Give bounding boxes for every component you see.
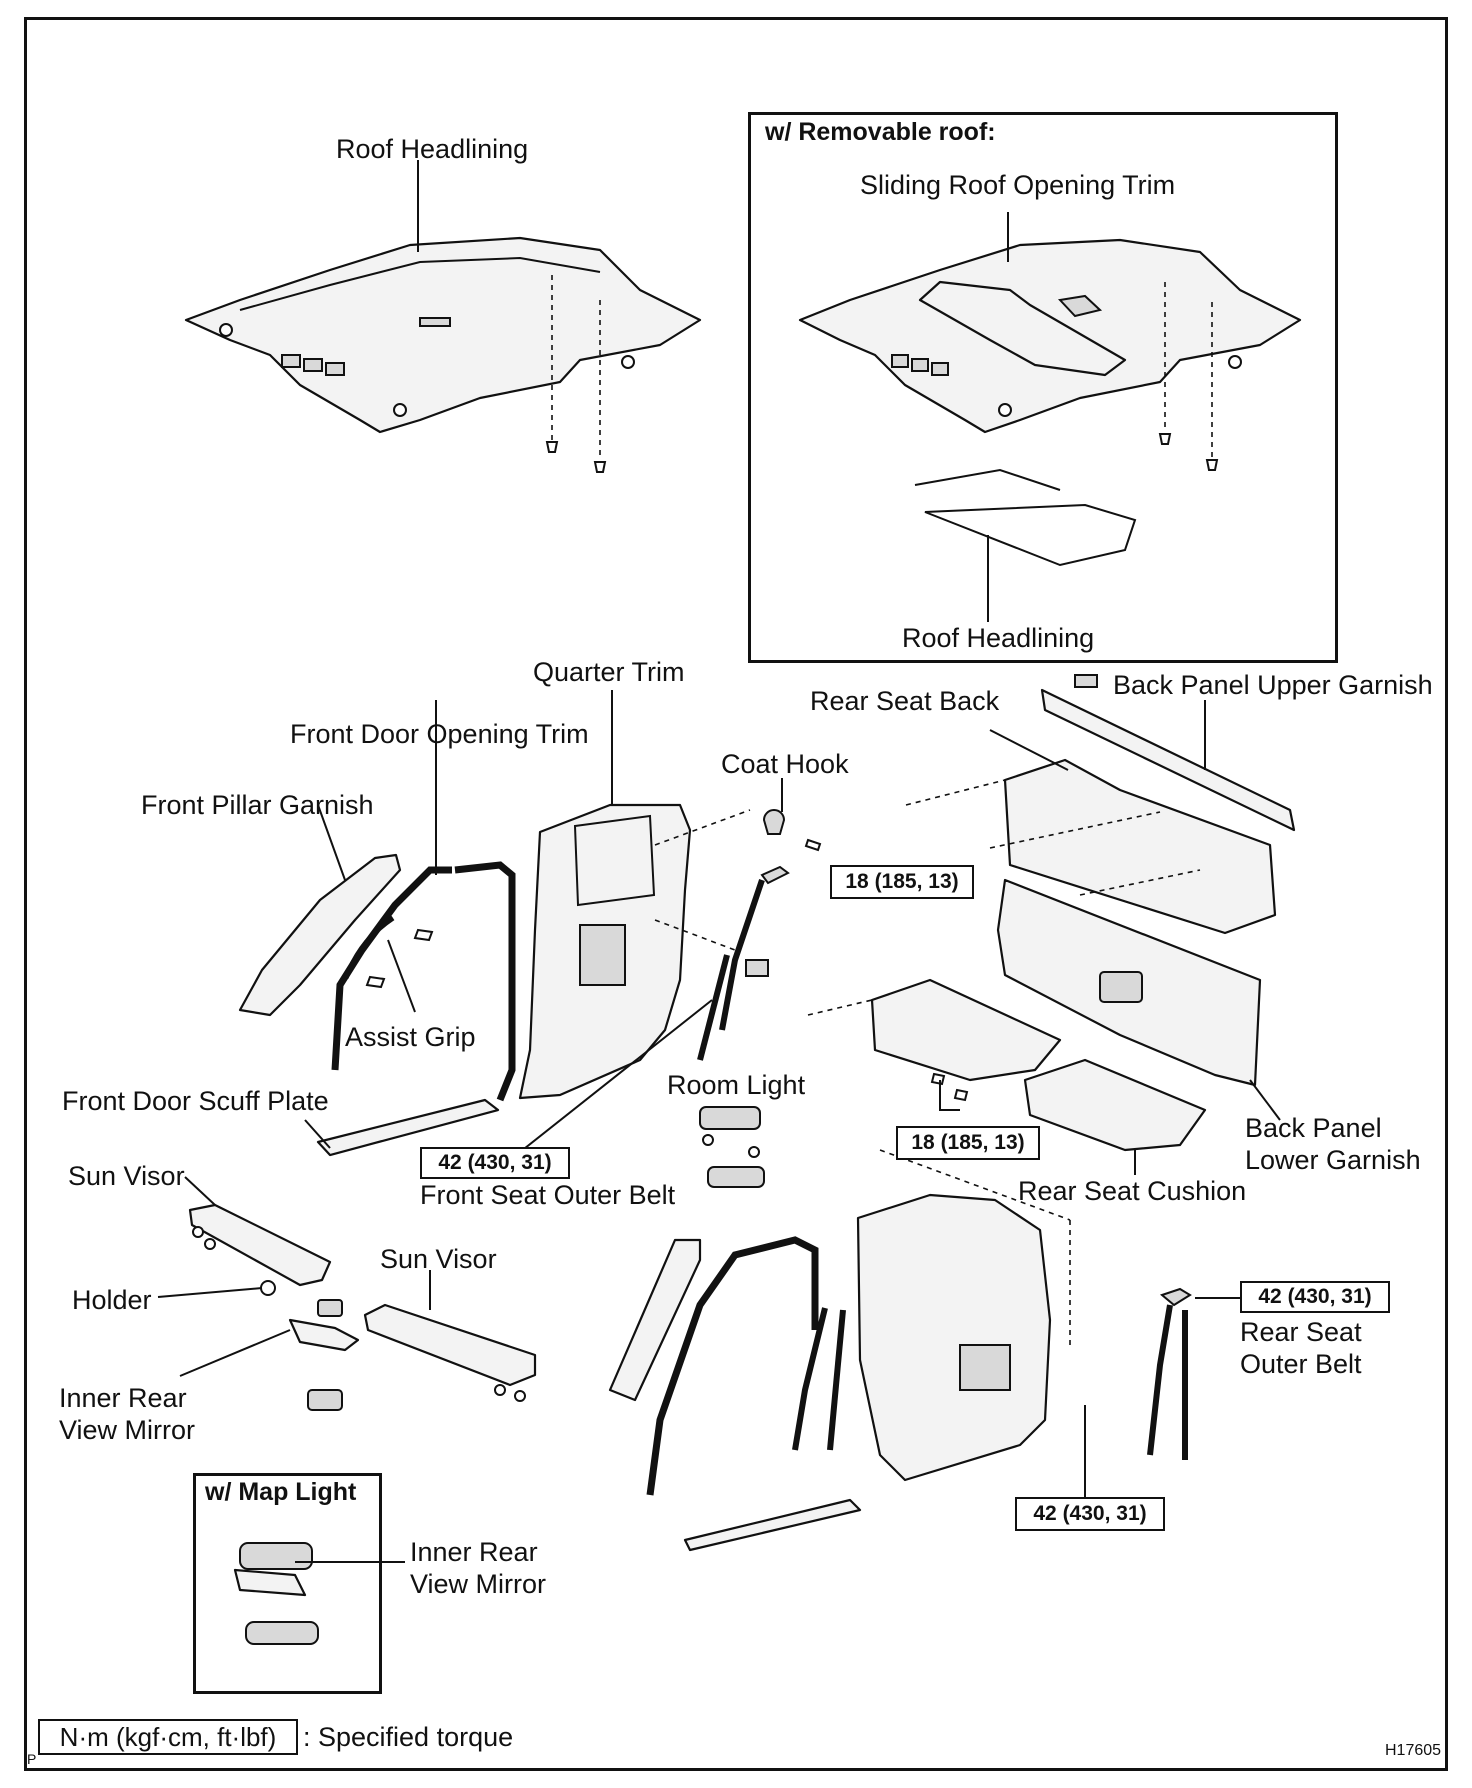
holder-label: Holder [72, 1285, 152, 1315]
front-seat-outer-belt-part [697, 865, 790, 1061]
figure-code: H17605 [1385, 1742, 1442, 1759]
rear-seat-outer-belt-label: Rear Seat Outer Belt [1240, 1317, 1362, 1379]
quarter-trim-label: Quarter Trim [533, 657, 685, 687]
map-light-inset [193, 1473, 382, 1694]
rear-seat-cushion-part [807, 978, 1207, 1152]
rear-seat-outer-belt-part [792, 1287, 1192, 1460]
back-panel-upper-garnish-part [1040, 674, 1296, 832]
roof-headlining-label: Roof Headlining [336, 134, 529, 164]
removable-roof-inset [748, 112, 1338, 663]
assist-grip-part [343, 915, 434, 989]
roof-headlining-part [184, 236, 702, 473]
torque-front-belt: 42 (430, 31) [420, 1147, 570, 1179]
front-door-scuff-plate-part [316, 1098, 500, 1157]
holder-part [260, 1280, 276, 1296]
corner-mark: P [27, 1751, 37, 1767]
front-pillar-garnish-part [238, 853, 402, 1017]
diagram-frame [24, 17, 1448, 1771]
roof-headlining-inset-label: Roof Headlining [902, 623, 1095, 653]
quarter-trim-part [518, 803, 692, 1100]
front-pillar-garnish-label: Front Pillar Garnish [141, 790, 374, 820]
removable-roof-title: w/ Removable roof: [765, 118, 996, 146]
inner-rear-view-mirror-map-label: Inner Rear View Mirror [410, 1537, 547, 1599]
front-door-opening-trim-label: Front Door Opening Trim [290, 719, 589, 749]
sun-visor-left-part [188, 1203, 332, 1287]
sliding-roof-opening-trim-label: Sliding Roof Opening Trim [860, 170, 1176, 200]
sun-visor-left-label: Sun Visor [68, 1161, 185, 1191]
back-panel-lower-garnish-label: Back Panel Lower Garnish [1245, 1113, 1421, 1175]
coat-hook-label: Coat Hook [721, 749, 849, 779]
inner-rear-view-mirror-part [288, 1299, 360, 1411]
front-seat-outer-belt-label: Front Seat Outer Belt [420, 1180, 676, 1210]
torque-seat-back: 18 (185, 13) [830, 865, 974, 899]
torque-rear-belt-lower: 42 (430, 31) [1015, 1497, 1165, 1531]
sliding-roof-headlining-part [798, 238, 1302, 567]
inner-rear-view-mirror-label: Inner Rear View Mirror [59, 1383, 196, 1445]
rear-seat-back-part [1003, 758, 1277, 935]
torque-unit-legend-box: N·m (kgf·cm, ft·lbf) [38, 1719, 298, 1755]
map-light-mirror-part [233, 1542, 319, 1645]
room-light-label: Room Light [667, 1070, 806, 1100]
back-panel-upper-garnish-label: Back Panel Upper Garnish [1113, 670, 1433, 700]
back-panel-lower-garnish-part [996, 878, 1262, 1087]
assist-grip-label: Assist Grip [345, 1022, 476, 1052]
map-light-title: w/ Map Light [205, 1478, 357, 1506]
rear-quarter-trim-part [608, 1193, 1052, 1552]
rear-seat-cushion-label: Rear Seat Cushion [1018, 1176, 1247, 1206]
room-light-part [699, 1106, 765, 1188]
sun-visor-right-part [363, 1303, 537, 1402]
coat-hook-part [762, 809, 822, 852]
torque-legend-text: : Specified torque [303, 1722, 514, 1752]
sun-visor-right-label: Sun Visor [380, 1244, 497, 1274]
front-door-scuff-plate-label: Front Door Scuff Plate [62, 1086, 329, 1116]
torque-rear-belt-upper: 42 (430, 31) [1240, 1281, 1390, 1313]
rear-seat-back-label: Rear Seat Back [810, 686, 1000, 716]
torque-seat-cushion: 18 (185, 13) [896, 1126, 1040, 1160]
